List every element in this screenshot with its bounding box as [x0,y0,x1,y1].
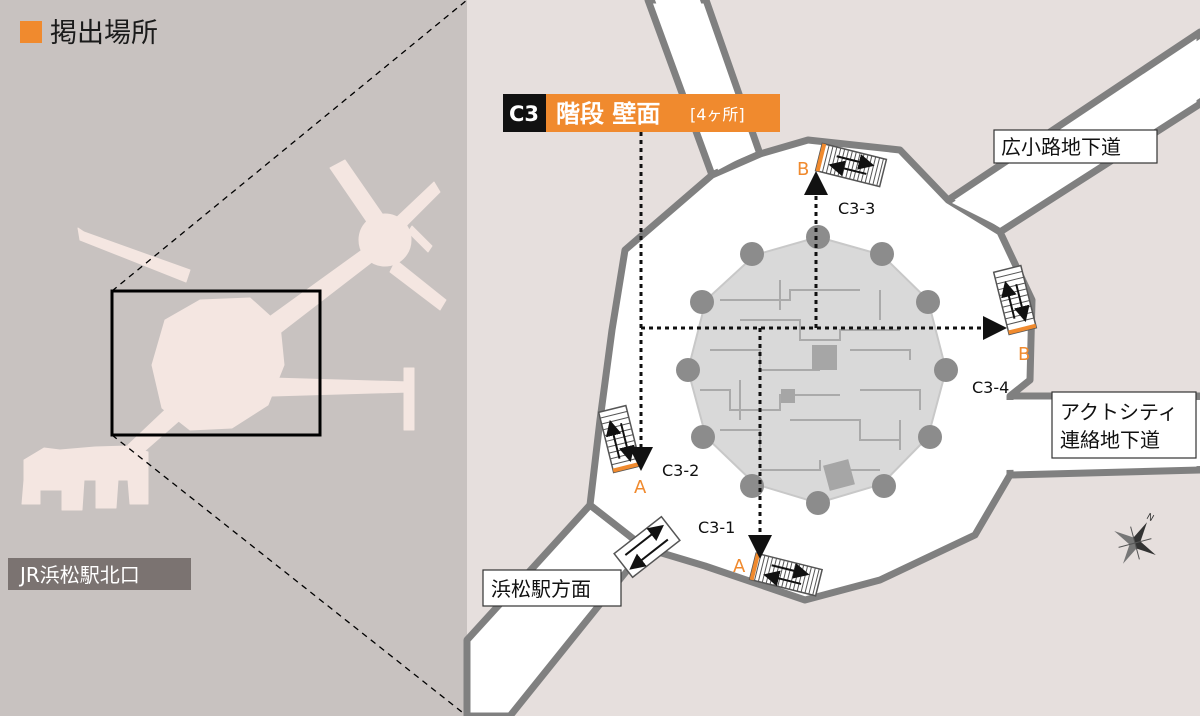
leader-lines [629,132,1007,559]
pillar [916,290,940,314]
zoom-line-bottom [111,434,468,716]
spot-label-c3-4: C3-4 [972,378,1009,397]
stair-letter-c3-3: B [797,159,809,180]
stair-letter-c3-1: A [733,556,746,577]
pillar [690,290,714,314]
pillar [691,425,715,449]
overview-panel: 掲出場所 JR浜松駅北口 [0,0,468,716]
pillar [870,242,894,266]
floor-block [812,345,837,370]
area-label-text: JR浜松駅北口 [18,563,140,587]
pillar [934,358,958,382]
floor-block [823,459,855,491]
place-label-act-line1: アクトシティ [1060,400,1178,424]
place-label-hirokoji: 広小路地下道 [993,129,1158,164]
pillar [740,242,764,266]
central-plaza [676,225,958,515]
pillar [740,474,764,498]
stairs-icon-station [613,515,681,579]
stair-letter-c3-4: B [1018,344,1030,365]
pillar [806,225,830,249]
pillars [676,225,958,515]
callout-label: C3 階段 壁面 [4ヶ所] [503,94,780,132]
stairs-icon-c3-1 [748,552,824,597]
pillar [676,358,700,382]
legend-label: 掲出場所 [50,18,158,49]
callout-title: 階段 壁面 [556,100,660,128]
spot-label-c3-2: C3-2 [662,461,699,480]
place-label-act: アクトシティ 連絡地下道 [1051,391,1197,459]
place-label-station: 浜松駅方面 [482,569,622,607]
callout-title-box [546,94,780,132]
legend-swatch [20,21,42,43]
focus-rectangle [110,289,322,437]
callout-code-box [503,94,546,132]
floor-pattern [700,280,921,471]
spot-label-c3-3: C3-3 [838,199,875,218]
place-label-hirokoji-text: 広小路地下道 [1001,135,1121,159]
svg-text:N: N [1144,512,1155,524]
detail-map: C3 階段 壁面 [4ヶ所] C3-3 C3-4 C3-2 C3-1 B B A… [463,0,1200,716]
compass-rose-icon: N [1114,512,1156,564]
stairs-icon-c3-4 [992,264,1038,336]
pillar [806,491,830,515]
overview-walkway-shape [21,159,447,511]
pillar [872,474,896,498]
area-label: JR浜松駅北口 [8,558,191,590]
callout-code: C3 [509,102,539,126]
callout-count: [4ヶ所] [690,105,745,124]
place-label-act-line2: 連絡地下道 [1060,428,1160,452]
floor-block [781,389,795,403]
place-label-station-text: 浜松駅方面 [491,577,591,601]
stair-letter-c3-2: A [634,477,647,498]
stairs-icon-c3-3 [814,142,888,188]
spot-label-c3-1: C3-1 [698,518,735,537]
pillar [918,425,942,449]
